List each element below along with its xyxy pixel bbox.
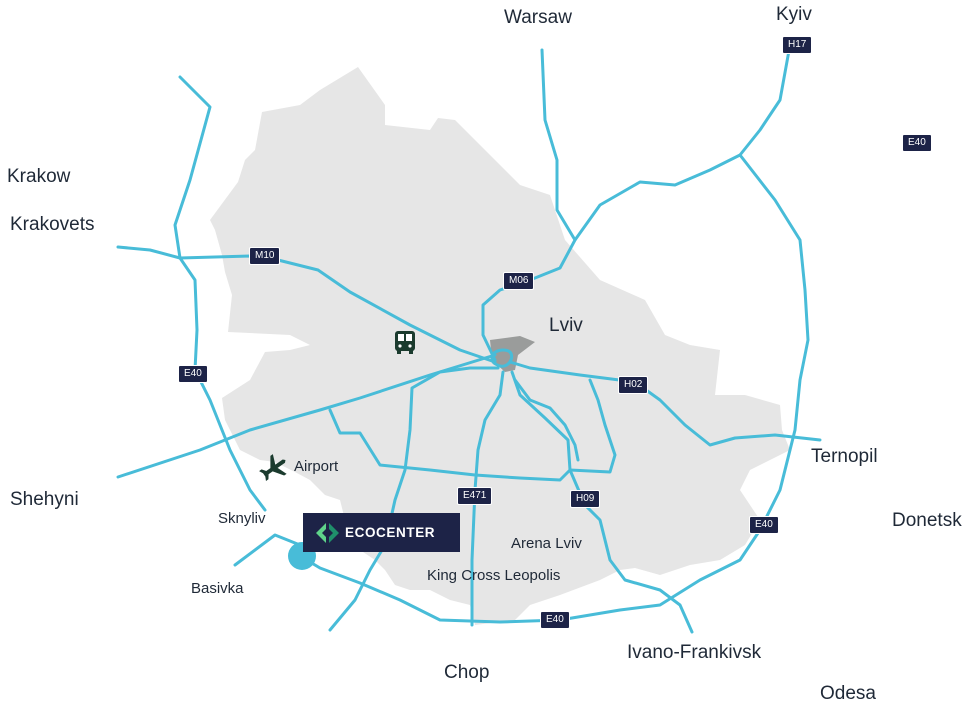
road-badge-m06: M06 xyxy=(503,272,535,290)
city-shehyni: Shehyni xyxy=(10,489,79,510)
road-inner-south xyxy=(513,378,580,462)
road-krakovets xyxy=(116,245,497,364)
city-chop: Chop xyxy=(444,662,490,683)
road-inner-west xyxy=(328,378,617,482)
road-ring-east xyxy=(298,153,810,624)
bus-icon xyxy=(395,331,415,354)
road-badge-m10: M10 xyxy=(249,247,281,265)
road-shehyni xyxy=(116,353,497,479)
city-warsaw: Warsaw xyxy=(504,7,572,28)
place-king-cross: King Cross Leopolis xyxy=(427,567,561,584)
road-badge-e40-w: E40 xyxy=(178,365,208,383)
city-ternopil: Ternopil xyxy=(811,446,878,467)
road-center-loop xyxy=(490,348,514,368)
city-odesa: Odesa xyxy=(820,683,876,704)
city-donetsk: Donetsk xyxy=(892,510,962,531)
place-arena-lviv: Arena Lviv xyxy=(511,535,582,552)
city-kyiv: Kyiv xyxy=(776,4,812,25)
road-h02 xyxy=(508,360,822,447)
roads xyxy=(116,43,822,634)
place-airport: Airport xyxy=(294,458,339,475)
city-ivano-frankivsk: Ivano-Frankivsk xyxy=(627,642,762,663)
city-lviv: Lviv xyxy=(549,315,583,336)
road-badge-e40-ne: E40 xyxy=(902,134,932,152)
city-krakovets: Krakovets xyxy=(10,214,95,235)
road-badge-h02: H02 xyxy=(618,376,649,394)
city-krakow: Krakow xyxy=(7,166,71,187)
place-basivka: Basivka xyxy=(191,580,244,597)
road-south-west xyxy=(328,366,500,632)
road-kyiv xyxy=(573,43,792,242)
road-e471 xyxy=(470,370,505,627)
road-warsaw xyxy=(481,48,577,362)
road-badge-h09: H09 xyxy=(570,490,601,508)
road-badge-e471: E471 xyxy=(457,487,493,505)
road-badge-e40-s: E40 xyxy=(540,611,570,629)
road-badge-e40-se: E40 xyxy=(749,516,779,534)
road-west-ring xyxy=(173,75,267,512)
ecocenter-text: ECOCENTER xyxy=(345,525,436,540)
road-badge-h17: H17 xyxy=(782,36,813,54)
airplane-icon xyxy=(259,454,287,481)
road-h09 xyxy=(510,370,694,634)
ecocenter-label[interactable]: ECOCENTER xyxy=(303,513,460,552)
ecocenter-logo-icon xyxy=(316,522,339,543)
place-sknyliv: Sknyliv xyxy=(218,510,266,527)
